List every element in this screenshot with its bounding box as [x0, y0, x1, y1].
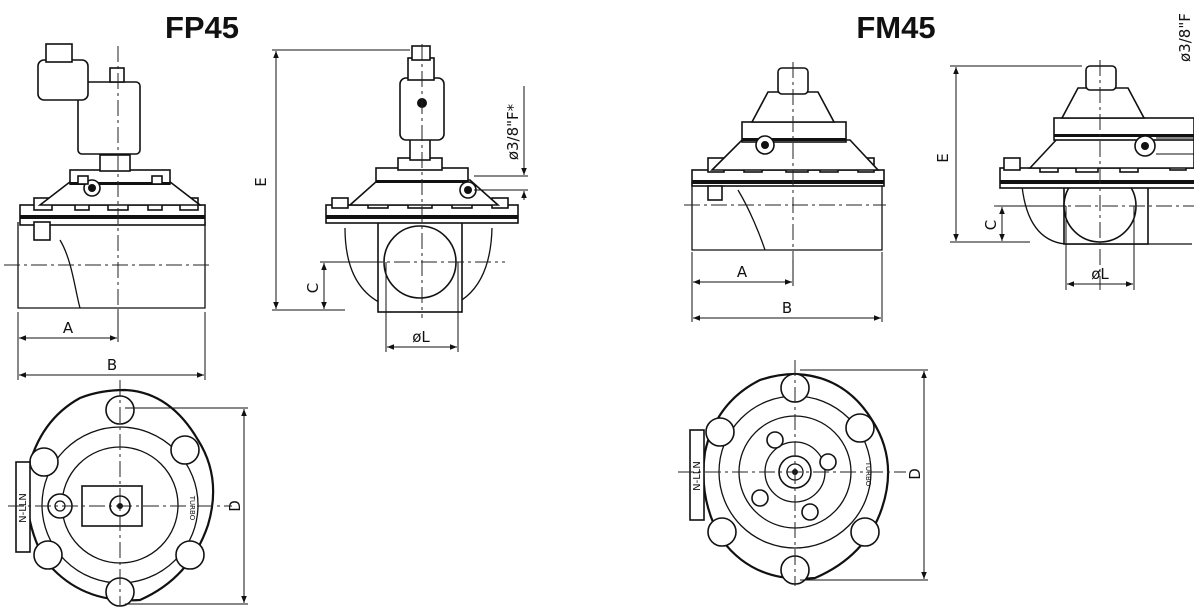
fp45-stamp: N-LLN: [18, 493, 29, 523]
fp45-dim-e: E: [252, 177, 270, 186]
fp45-top-view: [8, 380, 248, 607]
fm45-front-view: [950, 60, 1194, 290]
fp45-dim-l: øL: [412, 328, 430, 346]
fp45-dim-a: A: [63, 319, 74, 337]
fm45-stamp: N-LLN: [692, 461, 703, 491]
fp45-dim-b: B: [107, 356, 117, 374]
fm45-dim-c: C: [982, 220, 1000, 230]
fm45-title: FM45: [856, 10, 935, 45]
fm45-dim-b: B: [782, 299, 792, 317]
fm45-dim-a: A: [737, 263, 748, 281]
fm45-brand: TURBO: [864, 461, 872, 487]
fm45-dim-l: øL: [1091, 265, 1109, 283]
fp45-dim-d: D: [226, 500, 244, 512]
fm45-side-view: [684, 62, 886, 322]
fp45-port-size: ø3/8"F*: [504, 103, 522, 160]
fm45-dim-e: E: [934, 153, 952, 162]
fp45-brand: TURBO: [188, 495, 196, 521]
fp45-dim-c: C: [304, 283, 322, 293]
fm45-port-size: ø3/8"F: [1176, 13, 1194, 62]
fm45-top-view: [678, 360, 928, 586]
fp45-side-view: [4, 43, 210, 380]
fm45-dim-d: D: [906, 468, 924, 480]
fp45-title: FP45: [165, 10, 239, 45]
fp45-front-view: [272, 44, 528, 352]
